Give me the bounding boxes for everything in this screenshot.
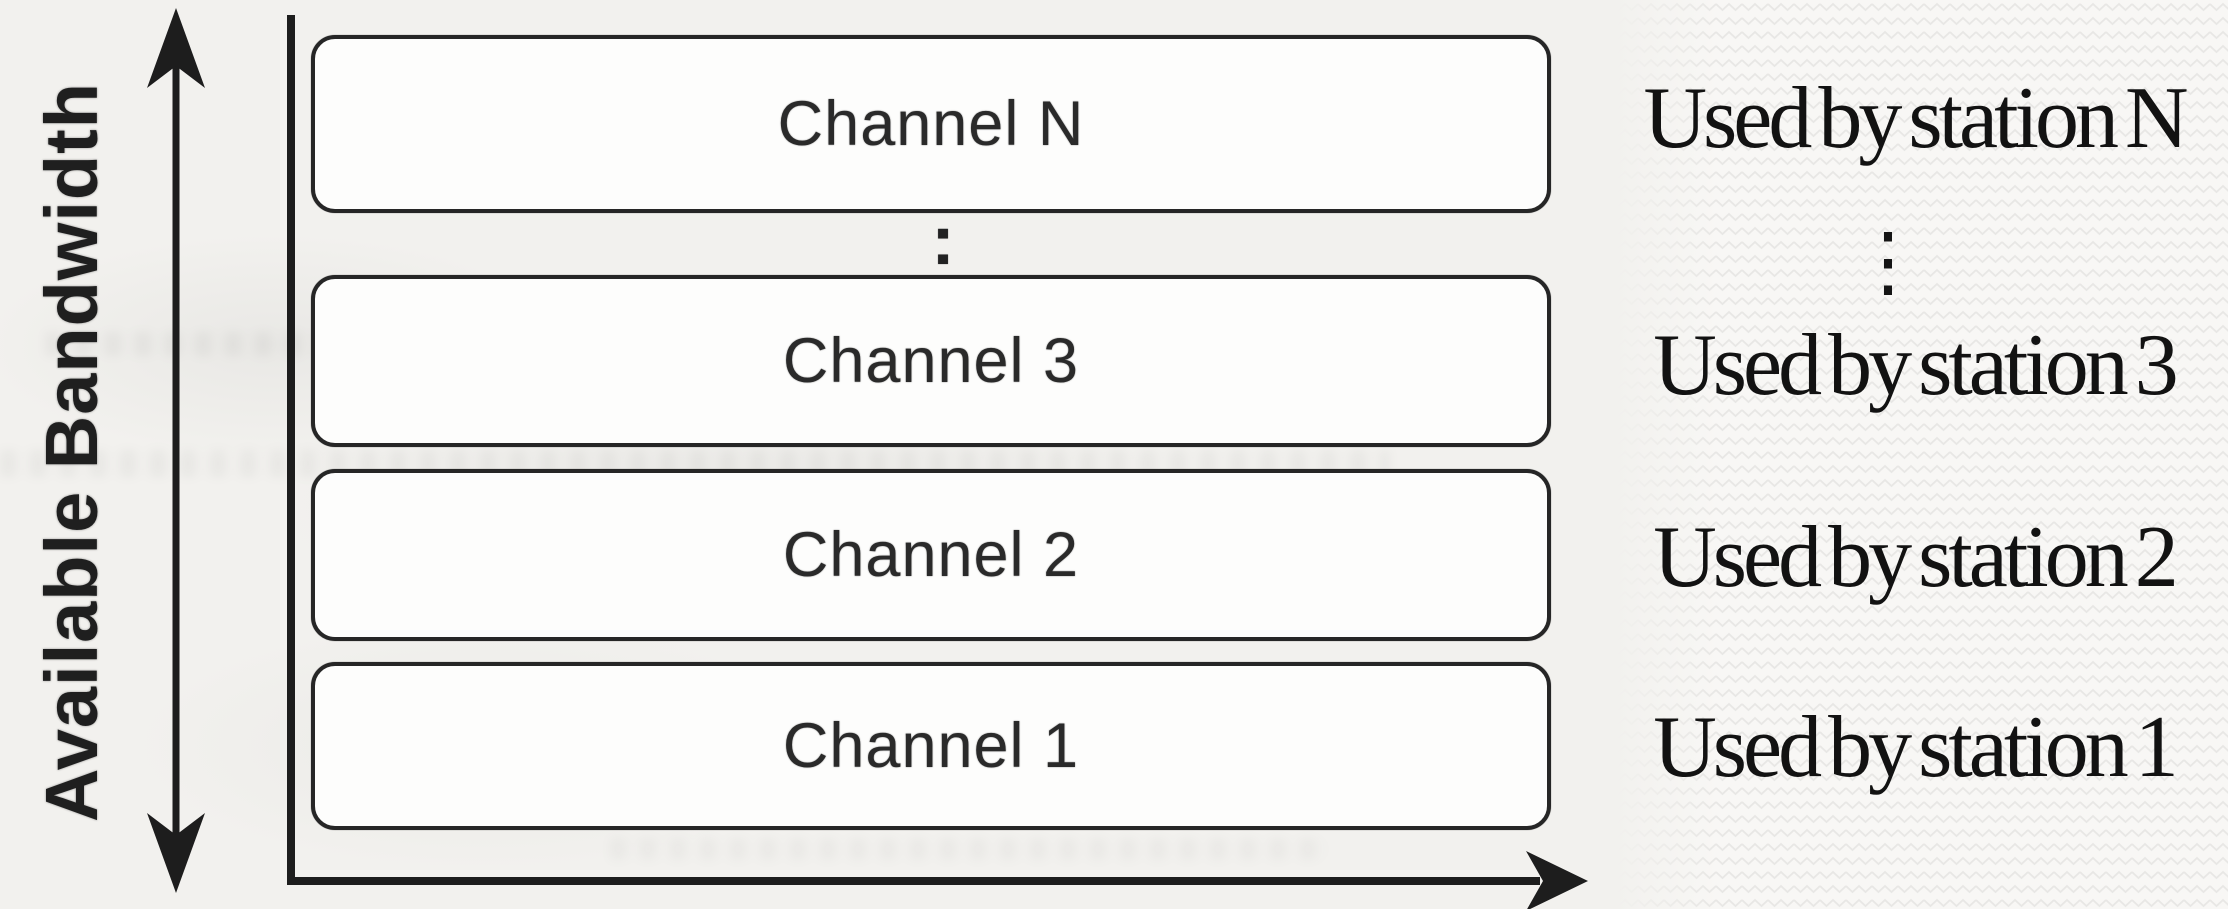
double-arrow-icon [147,8,205,893]
channel-box-label: Channel 3 [782,326,1080,396]
station-label-1: Used by station 1 [1653,698,2179,796]
channel-box-3: Channel 3 [311,275,1551,447]
channels-ellipsis: : [931,201,955,279]
scanned-diagram: Available Bandwidth Channel N : Channel … [0,0,1718,909]
stations-ellipsis: ⋮ [1849,217,1927,307]
channel-box-label: Channel 2 [782,520,1080,590]
axes [147,8,1588,909]
station-label-n: Used by station N [1643,69,2188,167]
x-axis-arrow [287,851,1588,909]
channel-box-n: Channel N [311,35,1551,213]
channel-box-label: Channel N [777,89,1085,159]
channel-box-1: Channel 1 [311,662,1551,830]
station-label-3: Used by station 3 [1653,316,2179,414]
channel-box-label: Channel 1 [782,711,1080,781]
bleed-through-artifact [610,838,1330,860]
y-axis-label: Available Bandwidth [30,82,113,822]
channel-box-2: Channel 2 [311,469,1551,641]
station-label-2: Used by station 2 [1653,508,2179,606]
